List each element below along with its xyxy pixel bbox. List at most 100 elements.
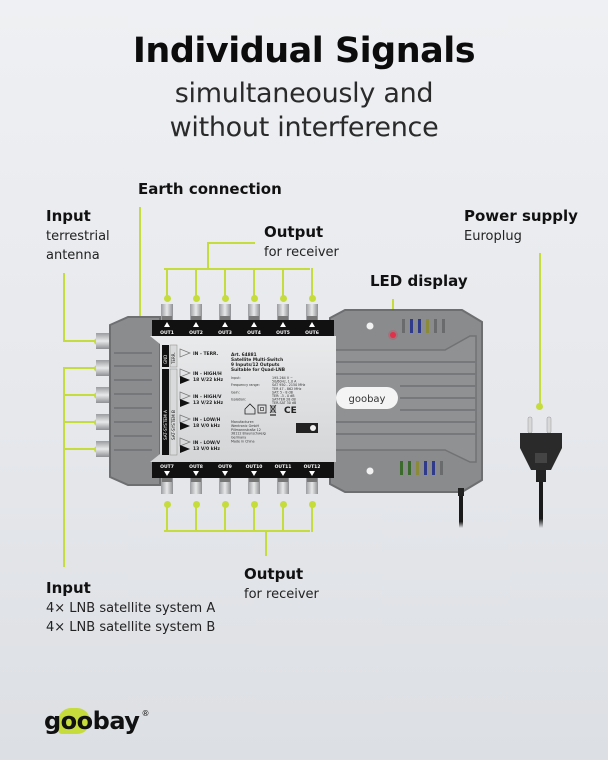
spec-value: TER 47 - 862 MHz [271,387,302,391]
spec-key: Frequency range: [231,383,260,387]
input-name: IN - HIGH/H [193,371,222,377]
manufacturer-line: Manufacturer: [231,420,254,424]
spec-value: TER-SAT 30 dB [271,401,297,405]
output-bottom-dot [250,501,258,508]
manufacturer-line: Wentronic GmbH [231,424,260,428]
spec-value: SAT 950 - 2150 MHz [272,383,306,387]
callout-input-terr-line-1: terrestrial [46,229,110,244]
output-bottom-callout-stem [265,530,267,556]
spec-key: Gain: [231,390,240,394]
output-label-bottom: OUT9 [218,464,232,470]
page-subtitle-line-2: without interference [169,112,439,143]
callout-input-terr-line-2: antenna [46,248,100,263]
output-arrow-icon [280,322,286,327]
output-arrow-icon [251,471,257,476]
output-top-drop-line [224,268,226,298]
output-bottom-drop-line [166,504,168,532]
output-bottom-drop-line [311,504,313,532]
spec-key: Isolation: [231,398,246,402]
registered-mark: ® [141,709,150,718]
spec-value: 50/60Hz, 1.0 A [272,380,297,384]
ce-mark: CE [284,406,297,416]
output-bottom-drop-line [282,504,284,532]
callout-power-title: Power supply [464,207,578,225]
plug-cable [539,482,543,528]
manufacturer-line: Pillmannstraße 12 [231,428,261,432]
output-bottom-drop-line [195,504,197,532]
output-top-dot [192,295,200,302]
callout-input-sat-title: Input [46,579,91,597]
output-bottom-dot [221,501,229,508]
output-label-bottom: OUT7 [160,464,174,470]
input-arrow-icon [180,445,190,453]
output-bottom-callout-bar [164,530,310,532]
output-arrow-icon [309,322,315,327]
output-top-drop-line [311,268,313,298]
brand-badge-text: goobay [349,394,386,405]
output-arrow-icon [164,322,170,327]
input-terr-callout-line [63,273,65,341]
output-arrow-icon [222,322,228,327]
spec-value: TER: -3 - 0 dB [271,394,295,398]
top-vents [402,319,445,333]
output-top-dot [308,295,316,302]
input-terr-callout-line-h [63,340,97,342]
sat-system-b-label: SAT-SYSTEM B [171,410,176,440]
power-cable [459,496,463,528]
callout-input-sat-line-2: 4× LNB satellite system B [46,620,216,635]
manufacturer-line: 38112 Braunschweig [231,432,266,436]
manufacturer-line: Germany [231,436,246,440]
sat-input-connector [96,387,110,403]
input-arrow-icon [179,414,191,424]
input-name: IN - TERR. [193,351,219,357]
output-arrow-icon [164,471,170,476]
output-label-top: OUT4 [247,330,261,336]
spec-title-line: Suitable for Quad-LNB [231,367,285,373]
output-bottom-dot [163,501,171,508]
output-arrow-icon [309,471,315,476]
spec-title-line: Art. 64881 [231,352,257,358]
terr-label: TERR. [171,352,176,365]
input-arrow-icon [179,348,191,358]
class-ii-icon [257,404,267,414]
spec-key: Input: [231,376,241,380]
output-bottom-dot [192,501,200,508]
input-spec: 18 V/0 kHz [193,423,220,429]
manufacturer-line: Made in China [231,440,255,444]
callout-input-sat-line-1: 4× LNB satellite system A [46,601,216,616]
callout-output-bottom-title: Output [244,565,304,583]
input-name: IN - HIGH/V [193,394,222,400]
sat-system-a-label: SAT-SYSTEM A [163,410,168,440]
bottom-output-strip [152,462,334,478]
callout-input-terr-title: Input [46,207,91,225]
output-bottom-drop-line [253,504,255,532]
output-top-callout-bar [164,268,310,270]
callout-led-title: LED display [370,272,468,290]
input-name: IN - LOW/V [193,440,221,446]
input-sat-h1 [63,367,97,369]
input-name: IN - LOW/H [193,417,221,423]
input-arrow-icon [180,376,190,384]
output-label-top: OUT5 [276,330,290,336]
gnd-label: GND [163,355,168,364]
input-arrow-icon [180,422,190,430]
bottom-vents [400,461,443,475]
callout-output-top-line-1: for receiver [264,245,339,260]
output-bottom-dot [279,501,287,508]
brand-badge [336,387,398,409]
certification-badge [296,423,318,433]
input-sat-callout-line [63,367,65,567]
indoor-use-icon [244,403,256,415]
goobay-logo: goobay ® [44,708,149,734]
page-subtitle-line-1: simultaneously and [174,78,434,109]
callout-output-bottom-line-1: for receiver [244,587,319,602]
output-arrow-icon [193,322,199,327]
output-top-callout-stem [207,242,209,270]
left-housing [109,316,161,486]
output-label-bottom: OUT12 [304,464,321,470]
input-arrow-icon [179,391,191,401]
sat-input-connector [96,414,110,430]
output-label-top: OUT3 [218,330,232,336]
output-arrow-icon [280,471,286,476]
